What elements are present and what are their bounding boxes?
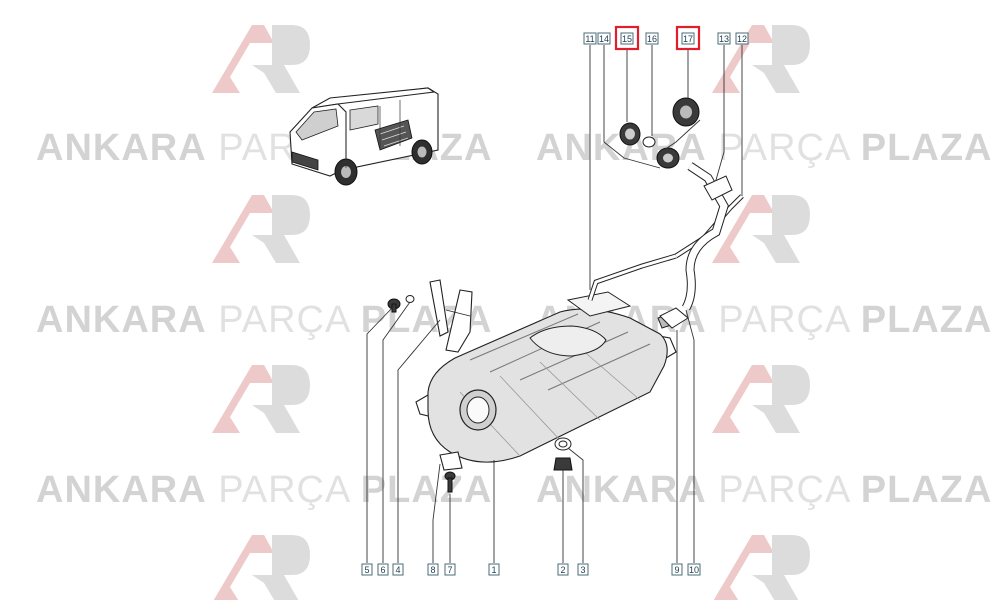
watermark-text: ANKARA PARÇA PLAZA <box>36 299 492 341</box>
filler-hoses <box>587 97 744 329</box>
tank-strap <box>429 279 473 471</box>
leader-lines <box>366 45 743 563</box>
callouts: 5 6 4 8 7 1 2 3 9 10 11 <box>361 25 749 576</box>
callout-6[interactable]: 6 <box>377 563 389 576</box>
callout-17-highlight <box>675 25 701 51</box>
svg-text:17: 17 <box>683 34 693 44</box>
callout-17[interactable]: 17 <box>675 25 701 51</box>
callout-13[interactable]: 13 <box>717 32 731 45</box>
callout-9[interactable]: 9 <box>671 563 683 576</box>
watermark-text: ANKARA PARÇA PLAZA <box>536 469 992 511</box>
watermark-layer: ANKARA PARÇA PLAZA ANKARA PARÇA PLAZA AN… <box>36 25 992 600</box>
callout-12[interactable]: 12 <box>735 32 749 45</box>
fasteners <box>387 295 573 493</box>
callout-8[interactable]: 8 <box>427 563 439 576</box>
svg-text:2: 2 <box>560 565 565 575</box>
svg-text:3: 3 <box>580 565 585 575</box>
svg-text:11: 11 <box>585 34 594 44</box>
watermark-text: ANKARA PARÇA PLAZA <box>536 127 992 169</box>
svg-text:13: 13 <box>719 34 729 44</box>
callout-4[interactable]: 4 <box>392 563 404 576</box>
watermark-logo <box>212 25 310 93</box>
callout-11[interactable]: 11 <box>583 32 597 45</box>
svg-text:5: 5 <box>364 565 369 575</box>
callout-5[interactable]: 5 <box>361 563 373 576</box>
fuel-tank-assembly <box>415 291 681 463</box>
svg-text:10: 10 <box>689 565 699 575</box>
svg-text:12: 12 <box>737 34 747 44</box>
callout-16[interactable]: 16 <box>645 32 659 45</box>
van-illustration <box>289 87 439 186</box>
watermark-logo <box>712 195 810 263</box>
svg-text:6: 6 <box>380 565 385 575</box>
svg-text:15: 15 <box>622 34 632 44</box>
watermark-logo <box>212 365 310 433</box>
svg-text:14: 14 <box>599 34 609 44</box>
callout-7[interactable]: 7 <box>444 563 456 576</box>
callout-15[interactable]: 15 <box>614 25 640 51</box>
callout-15-highlight <box>614 25 640 51</box>
watermark-logo <box>712 25 810 93</box>
callout-3[interactable]: 3 <box>577 563 589 576</box>
watermark-logo <box>712 365 810 433</box>
svg-text:4: 4 <box>395 565 400 575</box>
svg-text:9: 9 <box>674 565 679 575</box>
callout-14[interactable]: 14 <box>597 32 611 45</box>
svg-text:1: 1 <box>491 565 496 575</box>
svg-text:16: 16 <box>647 34 657 44</box>
callout-2[interactable]: 2 <box>557 563 569 576</box>
watermark-logo <box>213 535 310 600</box>
svg-text:8: 8 <box>430 565 435 575</box>
watermark-text: ANKARA PARÇA PLAZA <box>36 469 492 511</box>
callout-1[interactable]: 1 <box>488 563 500 576</box>
callout-10[interactable]: 10 <box>687 563 701 576</box>
watermark-logo <box>212 195 310 263</box>
watermark-logo <box>713 535 810 600</box>
svg-text:7: 7 <box>447 565 452 575</box>
